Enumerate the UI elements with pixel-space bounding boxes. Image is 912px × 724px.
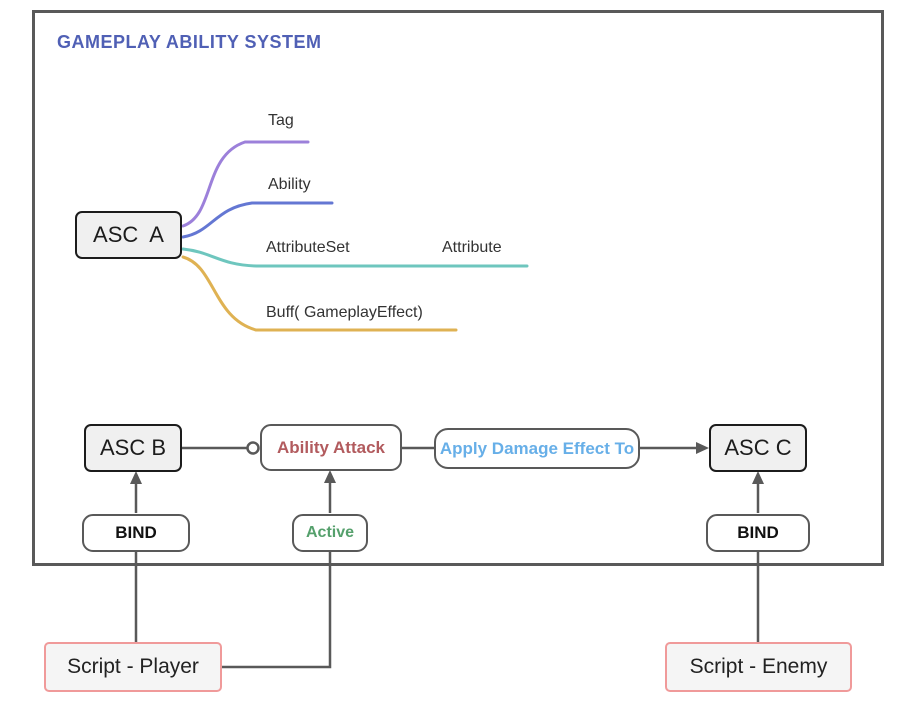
node-bind-right[interactable]: BIND	[706, 514, 810, 552]
gameplay-ability-system-frame	[32, 10, 884, 566]
node-script-player-label: Script - Player	[67, 655, 199, 678]
node-asc-c-label: ASC C	[724, 435, 792, 460]
node-script-enemy-label: Script - Enemy	[689, 655, 828, 678]
branch-label-tag[interactable]: Tag	[268, 112, 294, 129]
node-asc-a-label: ASC A	[93, 222, 164, 247]
node-ability-attack[interactable]: Ability Attack	[260, 424, 402, 471]
node-ability-attack-label: Ability Attack	[276, 437, 385, 457]
node-apply-damage[interactable]: Apply Damage Effect To	[434, 428, 640, 469]
node-script-player[interactable]: Script - Player	[44, 642, 222, 692]
node-active[interactable]: Active	[292, 514, 368, 552]
diagram-title: GAMEPLAY ABILITY SYSTEM	[57, 32, 322, 52]
line-player-to-active	[222, 552, 332, 669]
node-asc-b-label: ASC B	[99, 435, 167, 460]
node-bind-left-label: BIND	[115, 523, 157, 542]
branch-label-attributeset[interactable]: AttributeSet	[266, 239, 350, 256]
node-active-label: Active	[305, 524, 355, 541]
node-script-enemy[interactable]: Script - Enemy	[665, 642, 852, 692]
branch-label-attribute[interactable]: Attribute	[442, 239, 502, 256]
node-asc-c[interactable]: ASC C	[709, 424, 807, 472]
branch-label-buff[interactable]: Buff( GameplayEffect)	[266, 304, 423, 321]
node-apply-damage-label: Apply Damage Effect To	[439, 438, 635, 458]
branch-label-ability[interactable]: Ability	[268, 176, 311, 193]
node-bind-left[interactable]: BIND	[82, 514, 190, 552]
node-asc-b[interactable]: ASC B	[84, 424, 182, 472]
node-asc-a[interactable]: ASC A	[75, 211, 182, 259]
node-bind-right-label: BIND	[737, 523, 779, 542]
